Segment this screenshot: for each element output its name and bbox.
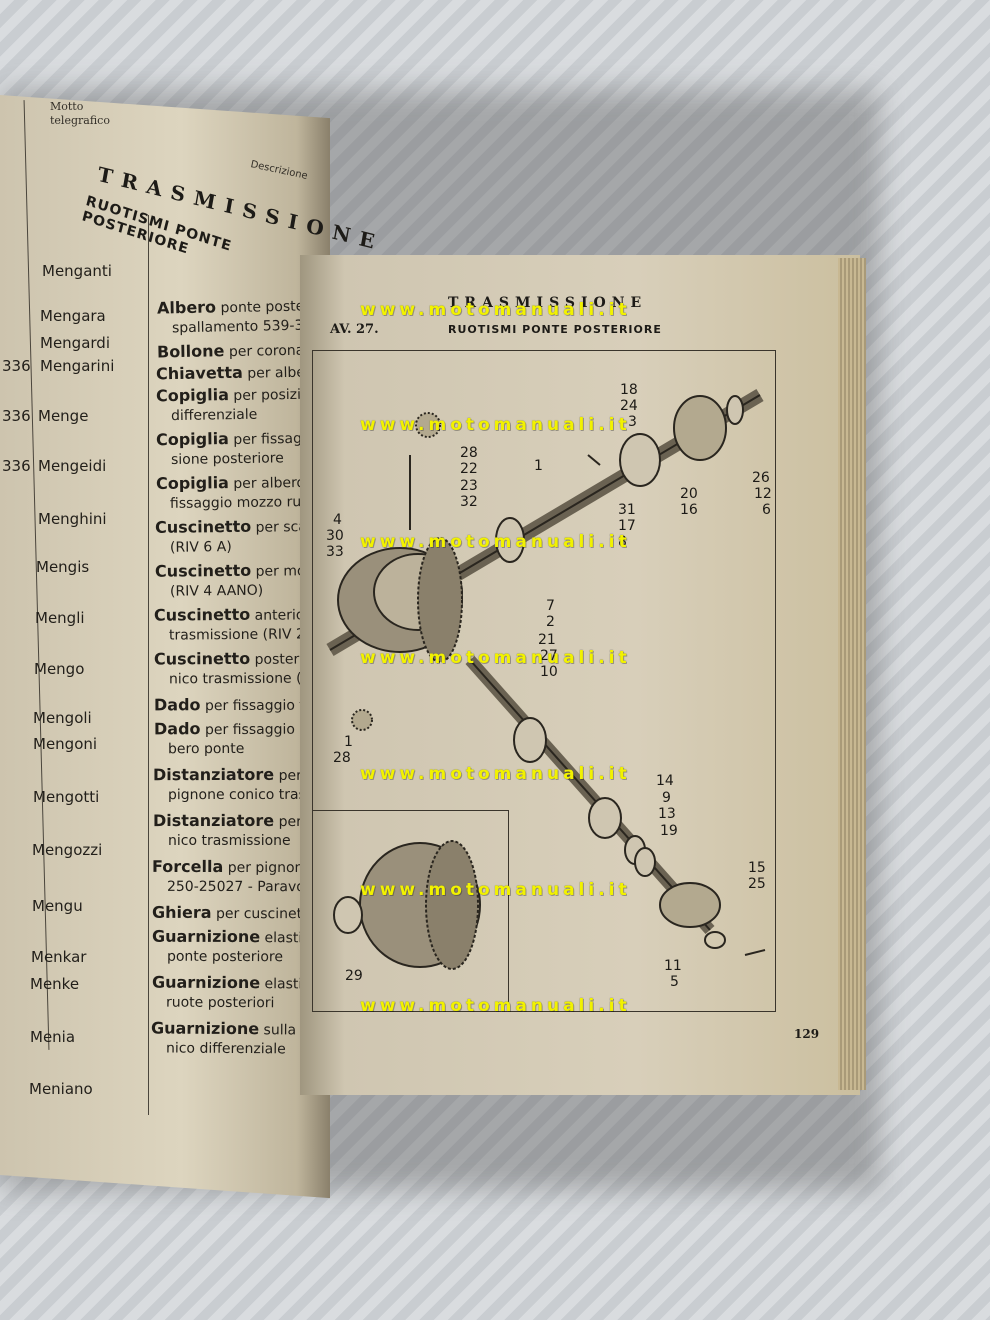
callout-number: 8 <box>618 534 627 550</box>
callout-number: 16 <box>680 502 698 518</box>
page-edges <box>838 258 866 1090</box>
motto-name: Mengara <box>40 307 106 325</box>
callout-number: 28 <box>333 750 351 766</box>
motto-name: Mengozzi <box>32 841 103 859</box>
callout-number: 21 <box>538 632 556 648</box>
motto-name: Mengeidi <box>38 457 107 475</box>
motto-name: Menganti <box>42 262 112 280</box>
watermark: www.motomanuali.it <box>360 648 631 668</box>
right-page-header: TRASMISSIONE <box>448 295 648 311</box>
callout-number: 32 <box>460 494 478 510</box>
motto-name: Mengoni <box>33 735 98 753</box>
callout-number: 19 <box>660 823 678 839</box>
callout-number: 22 <box>460 461 478 477</box>
inset-frame <box>312 810 509 1011</box>
callout-number: 29 <box>345 968 363 984</box>
motto-name: Mengoli <box>33 709 92 727</box>
motto-name: Mengotti <box>33 788 100 806</box>
motto-name: Mengardi <box>40 334 110 352</box>
callout-number: 26 <box>752 470 770 486</box>
part-code: 336 <box>2 357 31 375</box>
watermark: www.motomanuali.it <box>360 415 631 435</box>
motto-name: Mengo <box>34 660 85 678</box>
callout-number: 1 <box>534 458 543 474</box>
watermark: www.motomanuali.it <box>360 764 631 784</box>
motto-name: Menge <box>38 407 89 425</box>
page-number: 129 <box>794 1027 820 1041</box>
callout-number: 33 <box>326 544 344 560</box>
callout-number: 5 <box>670 974 679 990</box>
table-number: AV. 27. <box>330 322 379 337</box>
callout-number: 18 <box>620 382 638 398</box>
motto-name: Menke <box>30 975 80 993</box>
motto-name: Menghini <box>38 510 107 528</box>
callout-number: 15 <box>748 860 766 876</box>
motto-name: Mengli <box>35 609 85 627</box>
callout-number: 7 <box>546 598 555 614</box>
motto-name: Mengarini <box>40 357 115 375</box>
callout-number: 12 <box>754 486 772 502</box>
part-code: 336 <box>2 457 31 475</box>
watermark: www.motomanuali.it <box>360 532 631 552</box>
motto-name: Meniano <box>29 1080 93 1098</box>
callout-number: 9 <box>662 790 671 806</box>
motto-name: Mengis <box>36 558 90 576</box>
callout-number: 14 <box>656 773 674 789</box>
callout-number: 6 <box>762 502 771 518</box>
callout-number: 1 <box>344 734 353 750</box>
callout-number: 27 <box>540 648 558 664</box>
motto-name: Menkar <box>31 948 87 966</box>
callout-number: 24 <box>620 398 638 414</box>
watermark: www.motomanuali.it <box>360 996 631 1016</box>
callout-number: 3 <box>628 414 637 430</box>
callout-number: 20 <box>680 486 698 502</box>
callout-number: 25 <box>748 876 766 892</box>
callout-number: 23 <box>460 478 478 494</box>
motto-name: Menia <box>30 1028 76 1046</box>
part-code: 336 <box>2 407 31 425</box>
callout-number: 11 <box>664 958 682 974</box>
right-page-subheader: RUOTISMI PONTE POSTERIORE <box>448 323 662 336</box>
callout-number: 4 <box>333 512 342 528</box>
callout-number: 28 <box>460 445 478 461</box>
callout-number: 30 <box>326 528 344 544</box>
callout-number: 17 <box>618 518 636 534</box>
watermark: www.motomanuali.it <box>360 300 631 320</box>
figure-frame <box>312 350 776 1012</box>
callout-number: 10 <box>540 664 558 680</box>
column-header-motto: Motto telegrafico <box>50 100 110 127</box>
callout-number: 13 <box>658 806 676 822</box>
callout-number: 31 <box>618 502 636 518</box>
callout-number: 2 <box>546 614 555 630</box>
column-divider <box>148 215 149 1115</box>
watermark: www.motomanuali.it <box>360 880 631 900</box>
motto-name: Mengu <box>32 897 83 915</box>
